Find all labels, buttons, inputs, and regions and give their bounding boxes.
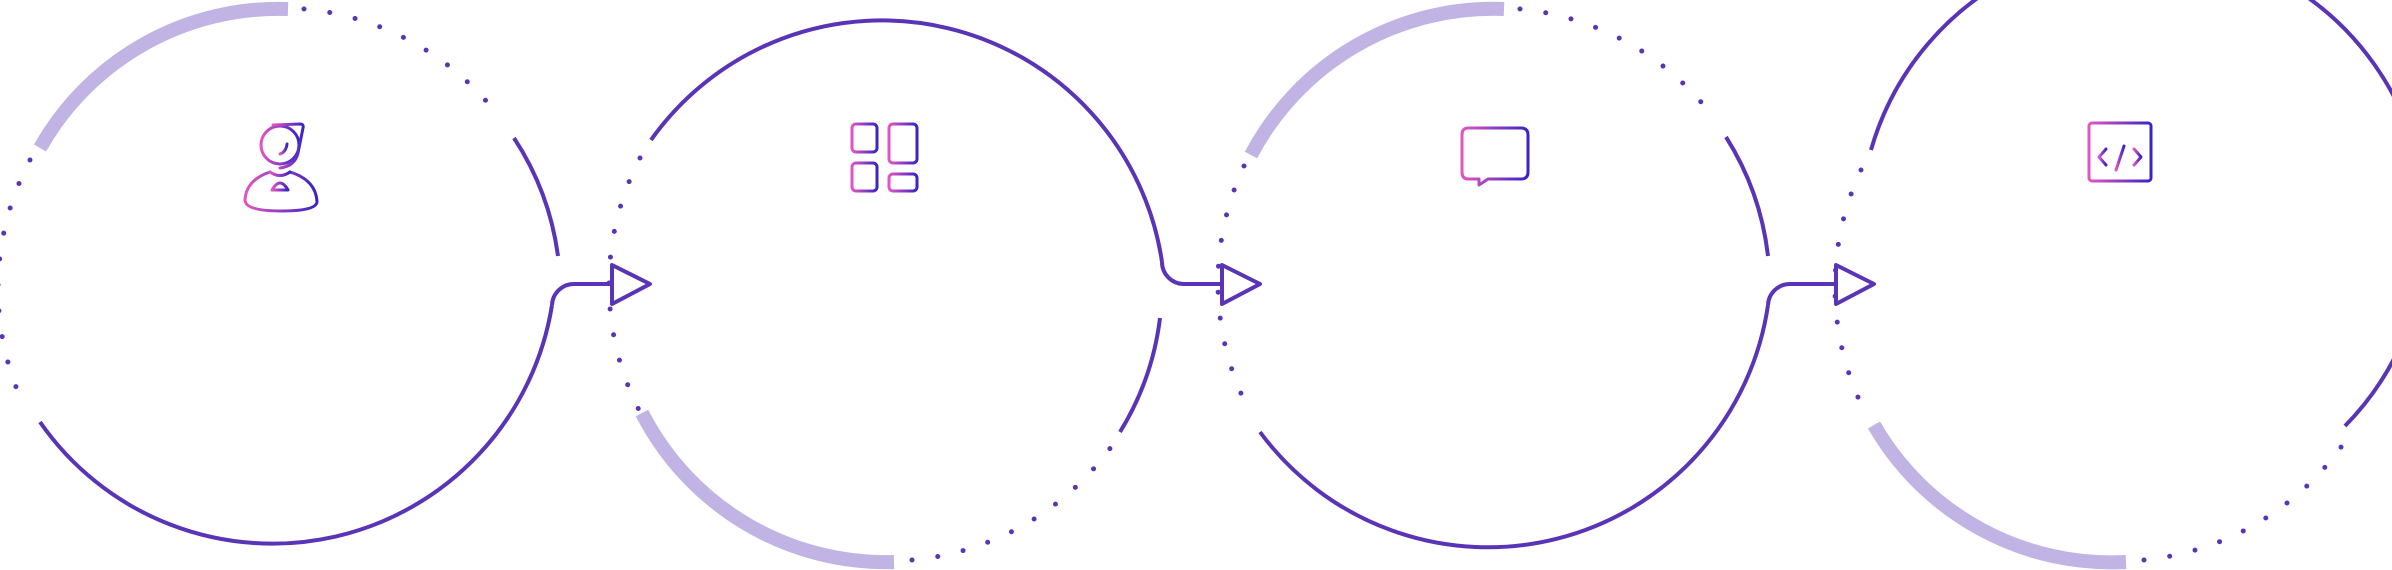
step-4-dotted-arc-bottom (2141, 437, 2349, 563)
step-4-highlight-arc (1867, 421, 2127, 570)
step-3-solid-arc-right (1724, 135, 1770, 257)
step-3-connector (1766, 281, 1834, 306)
step-1-dotted-arc-top (301, 6, 503, 121)
step-2-solid-arc-top (649, 18, 1164, 263)
step-1-connector (550, 281, 611, 306)
step-2 (606, 18, 1262, 570)
step-3-arrowhead (1834, 263, 1876, 306)
apps-grid-icon (850, 122, 919, 193)
step-1-solid-arc-right (512, 136, 560, 257)
step-2-dotted-arc-bottom (909, 437, 1119, 563)
step-3 (1215, 1, 1876, 550)
step-4-solid-arc-top (1869, 0, 2392, 428)
step-2-highlight-arc (635, 409, 895, 570)
step-1-highlight-arc (33, 1, 289, 152)
step-2-solid-arc-right (1118, 317, 1162, 434)
step-1-dotted-arc-left (0, 157, 33, 413)
step-1 (0, 1, 652, 546)
step-2-connector (1160, 261, 1221, 286)
step-3-highlight-arc (1244, 1, 1505, 159)
step-4 (1832, 0, 2392, 570)
step-1-solid-arc-bottom (38, 304, 554, 546)
step-2-dotted-arc-left (606, 155, 643, 415)
chat-message-icon (1460, 126, 1530, 187)
step-3-solid-arc-bottom (1258, 304, 1770, 550)
step-1-arrowhead (610, 263, 652, 306)
user-with-headset-icon (243, 122, 319, 213)
code-window-icon (2087, 121, 2153, 183)
step-2-arrowhead (1220, 263, 1262, 306)
step-3-dotted-arc-top (1517, 6, 1717, 121)
